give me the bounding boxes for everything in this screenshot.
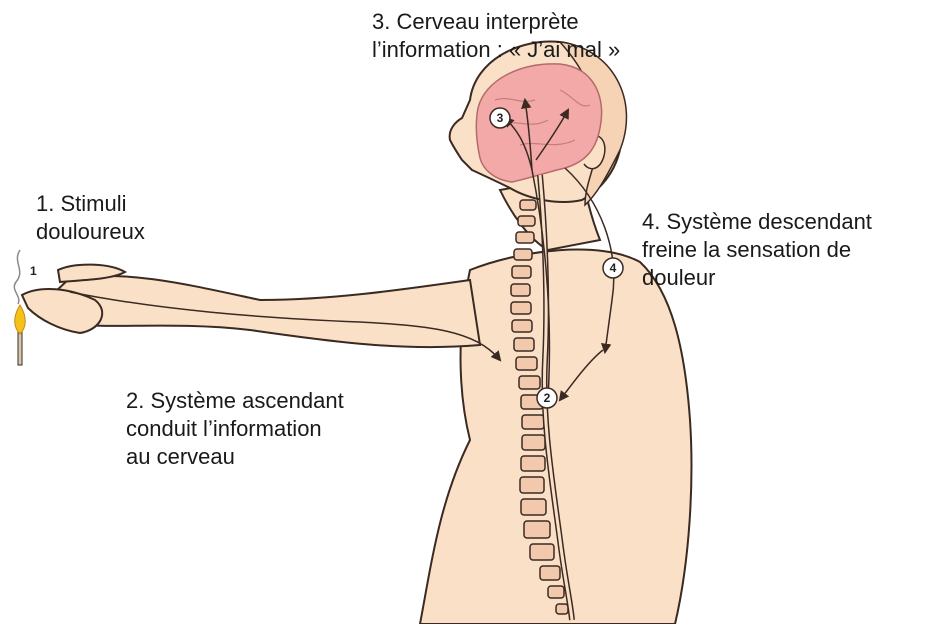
descending-label-line3: douleur [642,264,872,292]
smoke-icon [14,250,20,304]
stimuli-label-line1: 1. Stimuli [36,190,145,218]
stimuli-label-line2: douloureux [36,218,145,246]
arm [52,276,480,347]
stimuli-label: 1. Stimuli douloureux [36,190,145,246]
ascending-system-label: 2. Système ascendant conduit l’informati… [126,387,344,471]
descending-label-line1: 4. Système descendant [642,208,872,236]
brain-label: 3. Cerveau interprète l’information : « … [372,8,620,64]
svg-text:3: 3 [497,111,504,125]
marker-3: 3 [490,108,510,128]
ascending-label-line2: conduit l’information [126,415,344,443]
descending-system-label: 4. Système descendant freine la sensatio… [642,208,872,292]
brain-label-line2: l’information : « J’ai mal » [372,36,620,64]
svg-text:2: 2 [544,391,551,405]
brain-label-line1: 3. Cerveau interprète [372,8,620,36]
ascending-label-line1: 2. Système ascendant [126,387,344,415]
marker-1: 1 [30,264,37,278]
ascending-label-line3: au cerveau [126,443,344,471]
marker-2: 2 [537,388,557,408]
descending-label-line2: freine la sensation de [642,236,872,264]
marker-4: 4 [603,258,623,278]
match-icon [15,305,26,365]
svg-text:4: 4 [610,261,617,275]
